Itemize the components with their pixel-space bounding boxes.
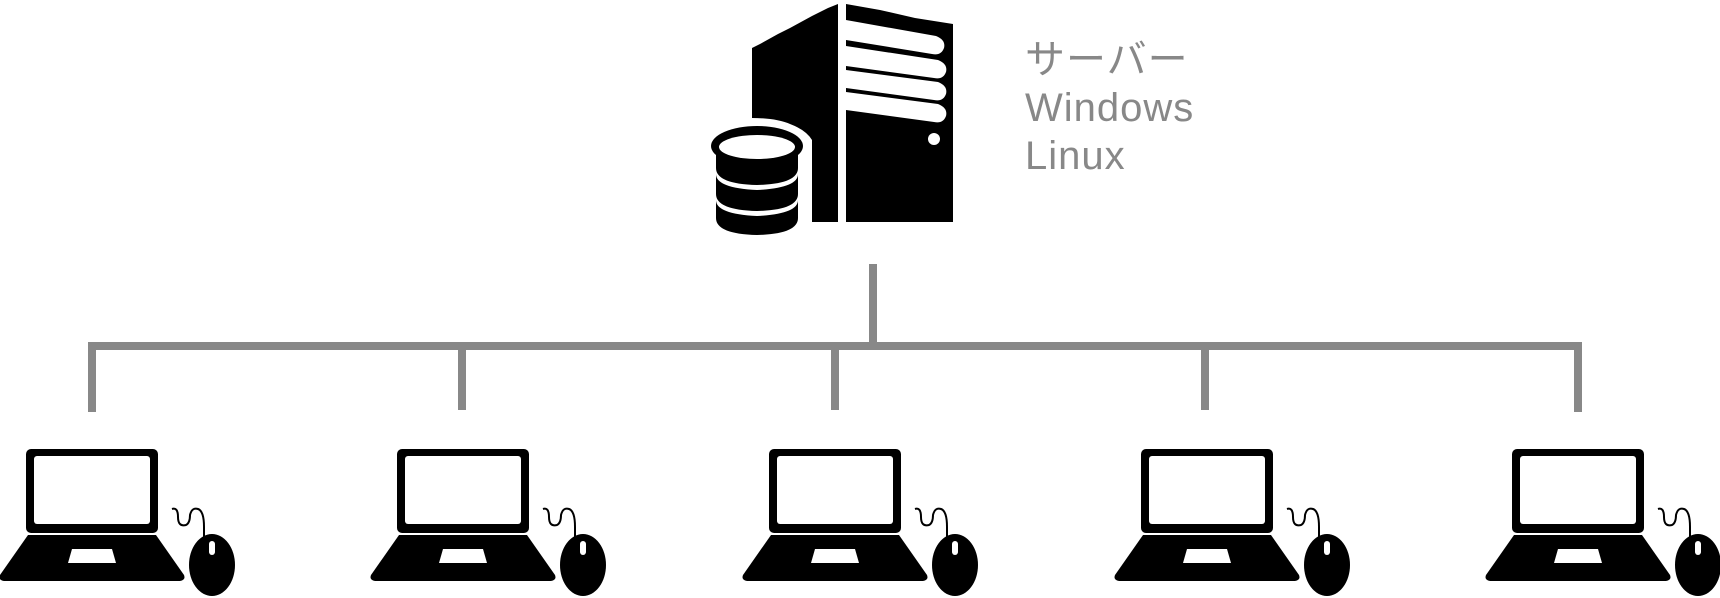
- laptop-with-mouse-icon: [369, 448, 607, 597]
- client-computers: [0, 448, 1720, 597]
- os-label-windows: Windows: [1025, 86, 1195, 130]
- server-labels: サーバー Windows Linux: [1025, 36, 1194, 180]
- network-connector: [88, 264, 1582, 412]
- laptop-with-mouse-icon: [1113, 448, 1351, 597]
- server-label: サーバー: [1025, 38, 1189, 82]
- os-label-linux: Linux: [1025, 134, 1126, 178]
- laptop-with-mouse-icon: [741, 448, 979, 597]
- laptop-with-mouse-icon: [1484, 448, 1720, 597]
- laptop-with-mouse-icon: [0, 448, 236, 597]
- server-icon: [711, 4, 953, 235]
